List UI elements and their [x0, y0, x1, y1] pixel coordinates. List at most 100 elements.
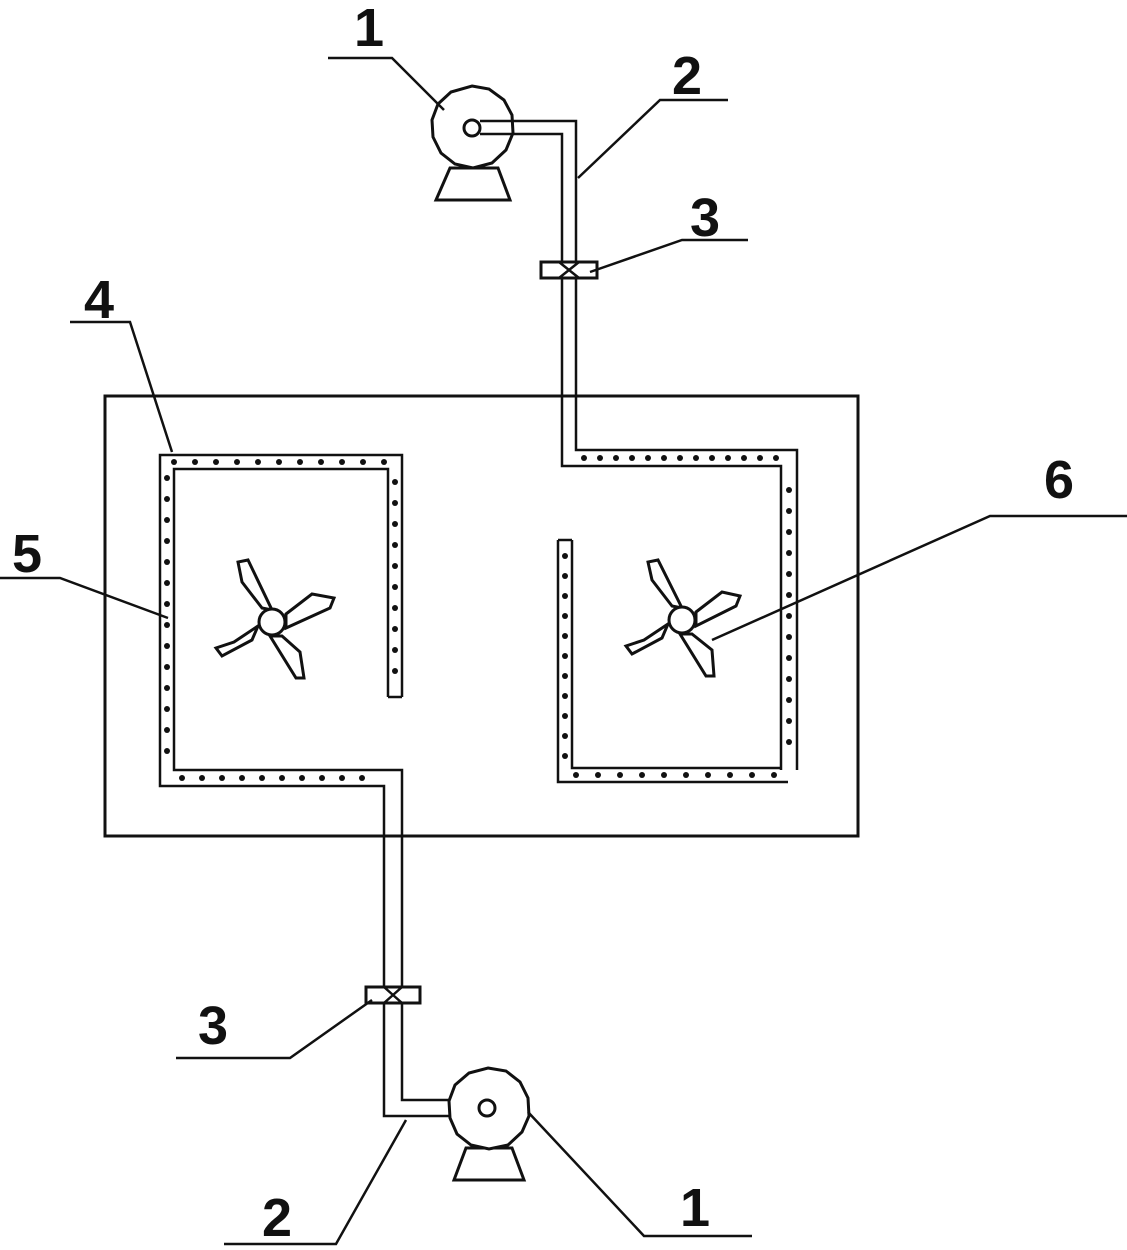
- perforation-dot: [562, 673, 568, 679]
- perforation-dot: [786, 655, 792, 661]
- perforation-dot: [164, 622, 170, 628]
- perforation-dot: [392, 584, 398, 590]
- perforation-dot: [234, 459, 240, 465]
- perforation-dot: [786, 487, 792, 493]
- perforation-dot: [164, 538, 170, 544]
- perforation-dot: [562, 713, 568, 719]
- perforation-dot: [164, 748, 170, 754]
- label-valve-bottom: 3: [198, 996, 228, 1056]
- perforation-dot: [297, 459, 303, 465]
- perforation-dot: [339, 459, 345, 465]
- label-pipe-top: 2: [672, 46, 702, 106]
- perforation-dot: [639, 772, 645, 778]
- perforation-dot: [392, 500, 398, 506]
- perforation-dot: [392, 563, 398, 569]
- perforation-dot: [339, 775, 345, 781]
- perforation-dot: [741, 455, 747, 461]
- label-pipe-bottom: 2: [262, 1188, 292, 1248]
- perforation-dot: [276, 459, 282, 465]
- perforation-dot: [709, 455, 715, 461]
- label-pump-bottom: 1: [680, 1178, 710, 1238]
- perforation-dot: [786, 508, 792, 514]
- perforation-dot: [219, 775, 225, 781]
- perforation-dot: [392, 605, 398, 611]
- perforation-dot: [164, 727, 170, 733]
- label-valve-top: 3: [690, 188, 720, 248]
- perforation-dot: [771, 772, 777, 778]
- perforation-dots: [164, 455, 792, 781]
- perforation-dot: [562, 733, 568, 739]
- perforation-dot: [381, 459, 387, 465]
- perforation-dot: [786, 718, 792, 724]
- perforation-dot: [164, 496, 170, 502]
- perforation-dot: [645, 455, 651, 461]
- perforation-dot: [661, 772, 667, 778]
- perforation-dot: [683, 772, 689, 778]
- perforation-dot: [255, 459, 261, 465]
- perforation-dot: [562, 753, 568, 759]
- perforation-dot: [786, 613, 792, 619]
- pipe-top: [480, 119, 799, 770]
- perforation-dot: [595, 772, 601, 778]
- outer-tank: [103, 394, 860, 838]
- perforation-dot: [164, 601, 170, 607]
- leader-lines: [0, 56, 1127, 1246]
- perforation-dot: [661, 455, 667, 461]
- perforation-dot: [392, 647, 398, 653]
- left-chamber-pipe: [158, 453, 472, 1118]
- valve-top: [539, 260, 599, 280]
- label-perforated-pipe: 5: [12, 524, 42, 584]
- perforation-dot: [192, 459, 198, 465]
- pump-bottom: [447, 1066, 531, 1182]
- perforation-dot: [164, 580, 170, 586]
- perforation-dot: [199, 775, 205, 781]
- perforation-dot: [757, 455, 763, 461]
- agitator-right: [623, 558, 743, 678]
- perforation-dot: [164, 664, 170, 670]
- perforation-dot: [786, 529, 792, 535]
- perforation-dot: [786, 550, 792, 556]
- perforation-dot: [392, 479, 398, 485]
- label-agitator: 6: [1044, 450, 1074, 510]
- perforation-dot: [239, 775, 245, 781]
- perforation-dot: [319, 775, 325, 781]
- agitator-left: [213, 558, 337, 680]
- perforation-dot: [786, 697, 792, 703]
- perforation-dot: [562, 593, 568, 599]
- perforation-dot: [279, 775, 285, 781]
- perforation-dot: [359, 775, 365, 781]
- pump-top-hub: [462, 118, 482, 138]
- perforation-dot: [773, 455, 779, 461]
- perforation-dot: [562, 693, 568, 699]
- perforation-dot: [318, 459, 324, 465]
- perforation-dot: [786, 571, 792, 577]
- perforation-dot: [164, 706, 170, 712]
- perforation-dot: [213, 459, 219, 465]
- perforation-dot: [693, 455, 699, 461]
- perforation-dot: [392, 542, 398, 548]
- perforation-dot: [677, 455, 683, 461]
- perforation-dot: [164, 685, 170, 691]
- perforation-dot: [629, 455, 635, 461]
- perforation-dot: [597, 455, 603, 461]
- perforation-dot: [562, 573, 568, 579]
- perforation-dot: [705, 772, 711, 778]
- perforation-dot: [725, 455, 731, 461]
- perforation-dot: [613, 455, 619, 461]
- perforation-dot: [727, 772, 733, 778]
- label-pump-top: 1: [354, 0, 384, 58]
- perforation-dot: [562, 633, 568, 639]
- perforation-dot: [179, 775, 185, 781]
- perforation-dot: [392, 626, 398, 632]
- perforation-dot: [392, 521, 398, 527]
- perforation-dot: [617, 772, 623, 778]
- valve-bottom: [364, 985, 422, 1005]
- perforation-dot: [581, 455, 587, 461]
- perforation-dot: [164, 475, 170, 481]
- pump-top: [430, 84, 515, 202]
- perforation-dot: [786, 592, 792, 598]
- perforation-dot: [573, 772, 579, 778]
- perforation-dot: [164, 517, 170, 523]
- perforation-dot: [749, 772, 755, 778]
